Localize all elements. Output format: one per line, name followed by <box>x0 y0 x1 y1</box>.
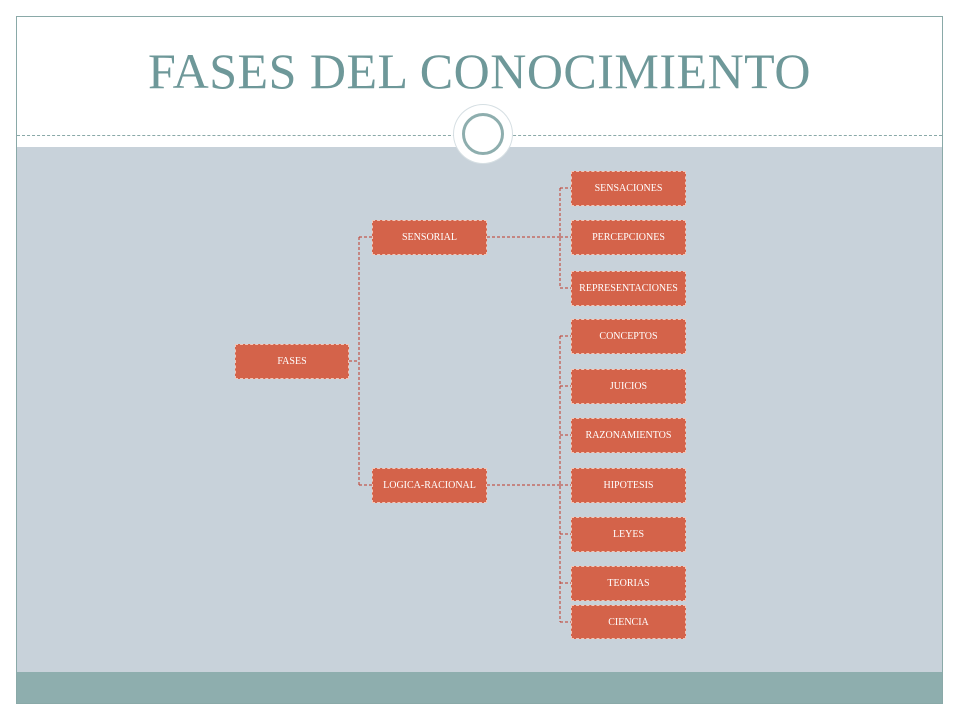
node-juicios: JUICIOS <box>571 369 686 404</box>
slide-title: FASES DEL CONOCIMIENTO <box>148 43 811 99</box>
node-percepciones: PERCEPCIONES <box>571 220 686 255</box>
node-ciencia: CIENCIA <box>571 605 686 639</box>
footer-band <box>17 672 942 703</box>
ring-inner <box>462 113 504 155</box>
node-logica-racional: LOGICA-RACIONAL <box>372 468 487 503</box>
ring-icon <box>454 105 512 163</box>
slide-frame: FASES DEL CONOCIMIENTO <box>16 16 943 704</box>
node-teorias: TEORIAS <box>571 566 686 601</box>
node-leyes: LEYES <box>571 517 686 552</box>
node-hipotesis: HIPOTESIS <box>571 468 686 503</box>
node-sensaciones: SENSACIONES <box>571 171 686 206</box>
node-sensorial: SENSORIAL <box>372 220 487 255</box>
node-fases: FASES <box>235 344 349 379</box>
node-representaciones: REPRESENTACIONES <box>571 271 686 306</box>
node-conceptos: CONCEPTOS <box>571 319 686 354</box>
node-razonamientos: RAZONAMIENTOS <box>571 418 686 453</box>
